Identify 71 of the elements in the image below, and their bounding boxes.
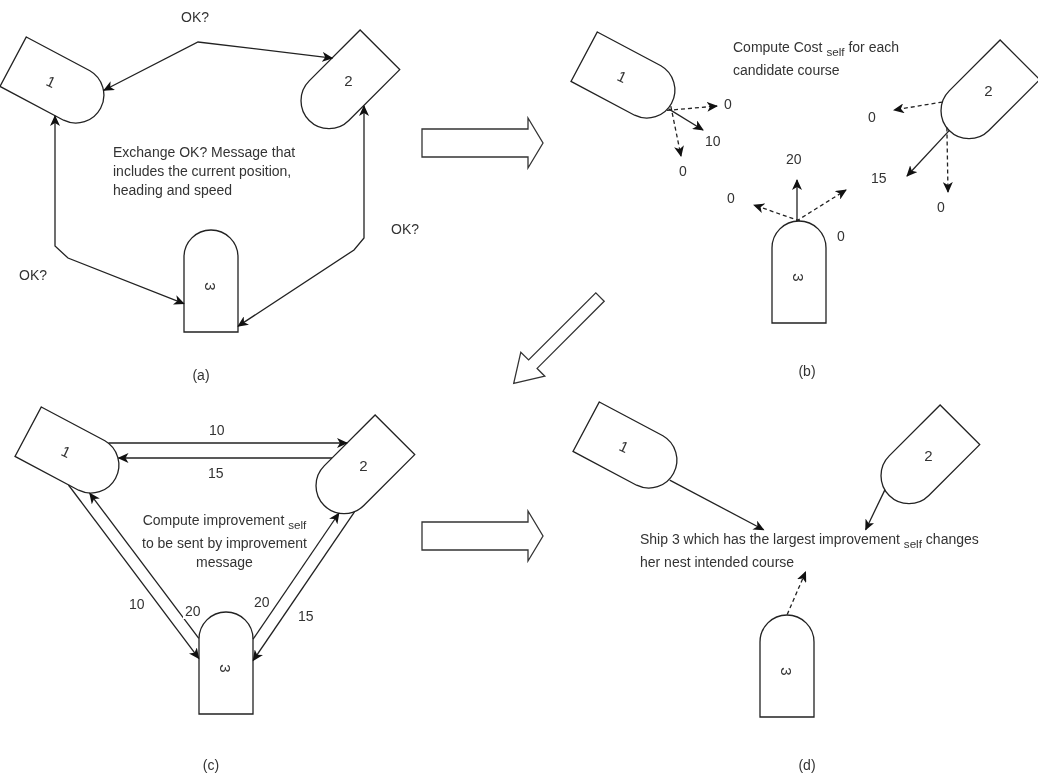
ship-shape (759, 614, 815, 718)
ship-number: 1 (616, 438, 631, 456)
arrow (667, 108, 704, 131)
edge-label: 0 (677, 164, 689, 179)
ship-shape (571, 400, 679, 490)
ship-shape (315, 413, 417, 515)
arrow (792, 179, 802, 222)
ship-number: 1 (614, 68, 629, 86)
arrow (67, 484, 200, 660)
edge-label: 0 (835, 229, 847, 244)
ship-number: 2 (924, 447, 933, 463)
ship-shape (0, 35, 106, 125)
edge-label: OK? (389, 222, 421, 237)
edge-label: OK? (17, 268, 49, 283)
panel-caption: (c) (201, 756, 221, 775)
arrow (786, 571, 807, 616)
ship-shape (198, 611, 254, 715)
edge-label: 10 (207, 423, 227, 438)
arrow (237, 105, 369, 327)
arrow (252, 511, 356, 662)
arrow (893, 101, 943, 114)
arrow (865, 489, 886, 531)
edge-label: OK? (179, 10, 211, 25)
description-text: Compute improvement $_{self}$ to be sent by improvement message (141, 511, 308, 572)
panel-caption: (b) (797, 362, 817, 381)
edge-label: 10 (127, 597, 147, 612)
ship-number: 1 (43, 73, 58, 91)
ship-number: 2 (344, 72, 353, 88)
ship-number: 3 (778, 667, 794, 676)
description-text: Ship 3 which has the largest improvement $_{self}$ changes her nest intended course (640, 530, 980, 572)
edge-label: 15 (296, 609, 316, 624)
ship-number: 2 (359, 457, 368, 473)
arrow (942, 126, 953, 193)
edge-label: 0 (935, 200, 947, 215)
arrow (669, 479, 765, 531)
panel-caption: (a) (191, 366, 211, 385)
arrow (906, 129, 951, 177)
ship-number: 3 (202, 282, 218, 291)
edge-label: 0 (866, 110, 878, 125)
arrow (50, 115, 185, 305)
arrow (795, 189, 847, 222)
ship-number: 1 (58, 443, 73, 461)
edge-label: 20 (784, 152, 804, 167)
arrow (666, 101, 718, 112)
edge-label: 0 (722, 97, 734, 112)
ship-shape (13, 405, 121, 495)
ship-shape (771, 220, 827, 324)
ship-number: 2 (984, 82, 993, 98)
edge-label: 0 (725, 191, 737, 206)
description-text: Exchange OK? Message that includes the current position, heading and speed (113, 143, 297, 200)
ship-shape (880, 403, 982, 505)
arrow (103, 41, 334, 91)
ship-shape (183, 229, 239, 333)
ship-shape (940, 38, 1038, 140)
arrow (89, 492, 200, 640)
edge-label: 10 (703, 134, 723, 149)
edge-label: 20 (252, 595, 272, 610)
ship-shape (300, 28, 402, 130)
description-text: Compute Cost $_{self}$ for each candidate course (733, 38, 900, 80)
arrow (107, 438, 348, 448)
arrow (670, 105, 684, 157)
edge-label: 20 (183, 604, 203, 619)
ship-shape (569, 30, 677, 120)
panel-caption: (d) (797, 756, 817, 775)
arrow (753, 203, 801, 222)
edge-label: 15 (869, 171, 889, 186)
edge-label: 15 (206, 466, 226, 481)
ship-number: 3 (790, 273, 806, 282)
ship-number: 3 (217, 664, 233, 673)
arrow (252, 512, 340, 640)
arrow (117, 453, 333, 463)
